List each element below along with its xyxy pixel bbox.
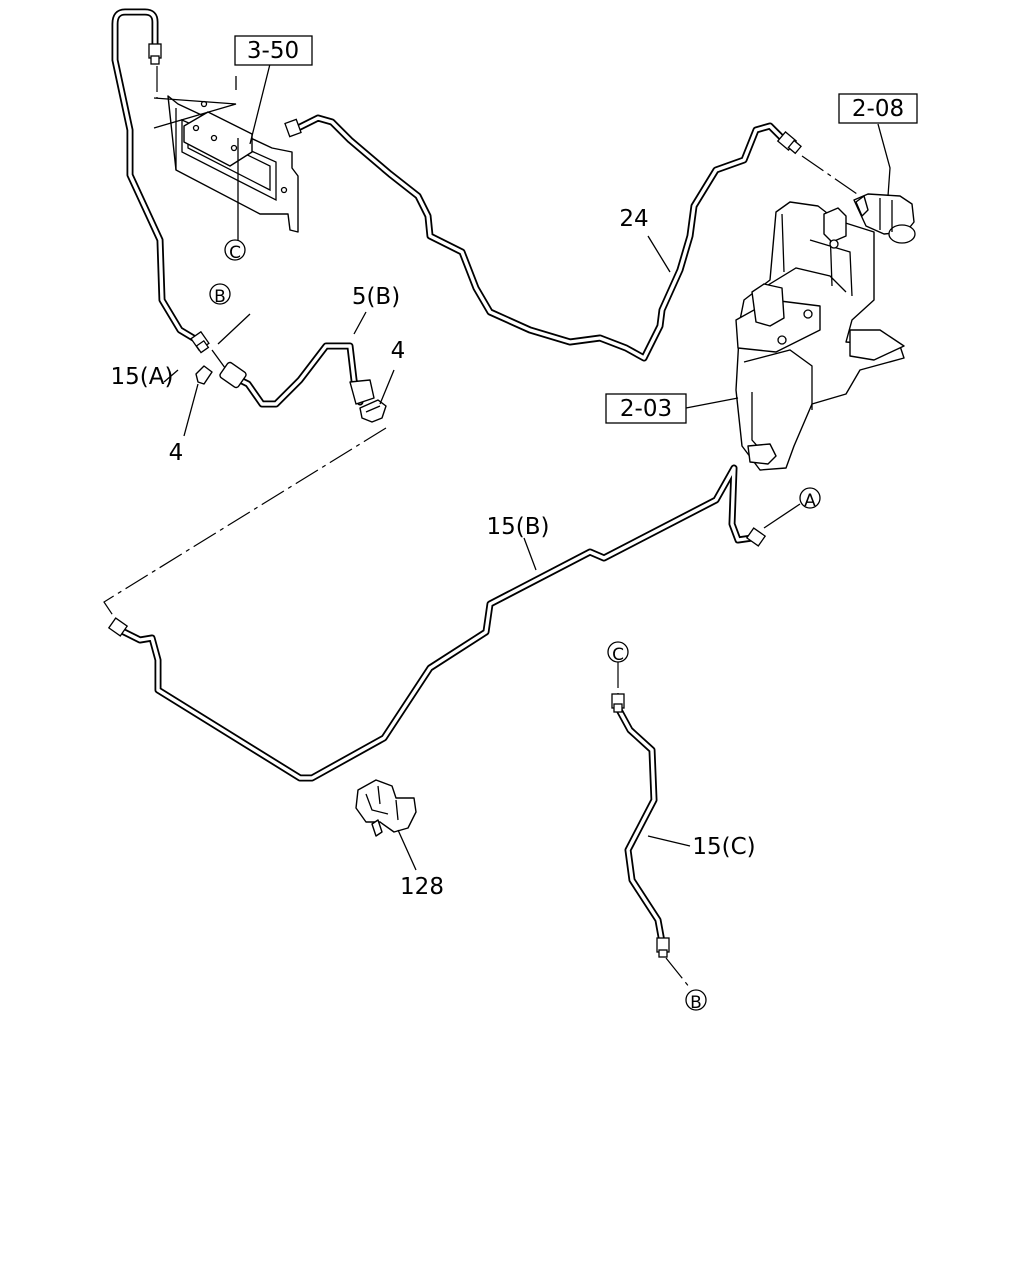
svg-text:C: C bbox=[612, 645, 624, 665]
callout-leader-5b bbox=[353, 311, 367, 335]
part-label-24: 24 bbox=[619, 206, 648, 232]
callout-leader-15c bbox=[647, 835, 691, 847]
callout-leader-24 bbox=[647, 235, 671, 273]
callout-leader-2-03 bbox=[685, 397, 739, 409]
part-label-4-right: 4 bbox=[391, 338, 406, 364]
svg-text:B: B bbox=[214, 287, 226, 307]
ref-box-2-08 bbox=[838, 93, 918, 124]
clip-left-4 bbox=[195, 365, 213, 385]
callout-leader-2-08 bbox=[877, 123, 891, 197]
connection-marker-a-right: A bbox=[799, 487, 821, 511]
part-label-5b: 5(B) bbox=[352, 284, 400, 310]
ref-label-2-08: 2-08 bbox=[852, 96, 904, 122]
callout-leader-15b bbox=[523, 537, 537, 571]
clip-right-4 bbox=[359, 399, 387, 423]
connection-marker-c-top: C bbox=[224, 239, 246, 263]
hose-5b bbox=[219, 342, 375, 408]
part-label-15a: 15(A) bbox=[111, 364, 174, 390]
svg-text:B: B bbox=[690, 993, 702, 1013]
callout-leader-128 bbox=[397, 829, 417, 871]
master-cylinder-2-08 bbox=[853, 193, 916, 244]
part-label-15c: 15(C) bbox=[692, 834, 755, 860]
connection-marker-c-bottom: C bbox=[607, 641, 629, 665]
callout-leader-3-50 bbox=[153, 63, 271, 145]
callout-leader-4-left bbox=[183, 383, 199, 437]
pipe-24 bbox=[284, 114, 802, 362]
svg-text:A: A bbox=[804, 491, 816, 511]
part-label-15b: 15(B) bbox=[487, 514, 550, 540]
part-label-4-left: 4 bbox=[169, 440, 184, 466]
pipe-15b bbox=[107, 464, 767, 782]
bracket-unit-3-50 bbox=[167, 76, 299, 242]
connection-marker-b-top: B bbox=[209, 283, 231, 307]
ref-label-3-50: 3-50 bbox=[247, 38, 299, 64]
ref-box-2-03 bbox=[605, 393, 687, 424]
pipe-15c bbox=[611, 693, 670, 958]
connection-marker-b-bottom: B bbox=[685, 989, 707, 1013]
clip-128 bbox=[355, 779, 417, 837]
ref-box-3-50 bbox=[234, 35, 313, 66]
callout-leader-4-right bbox=[379, 369, 395, 405]
pipe-15a bbox=[111, 8, 210, 354]
ref-label-2-03: 2-03 bbox=[620, 396, 672, 422]
pedal-bracket-2-03 bbox=[735, 201, 905, 471]
svg-text:C: C bbox=[229, 243, 241, 263]
part-label-128: 128 bbox=[400, 874, 444, 900]
